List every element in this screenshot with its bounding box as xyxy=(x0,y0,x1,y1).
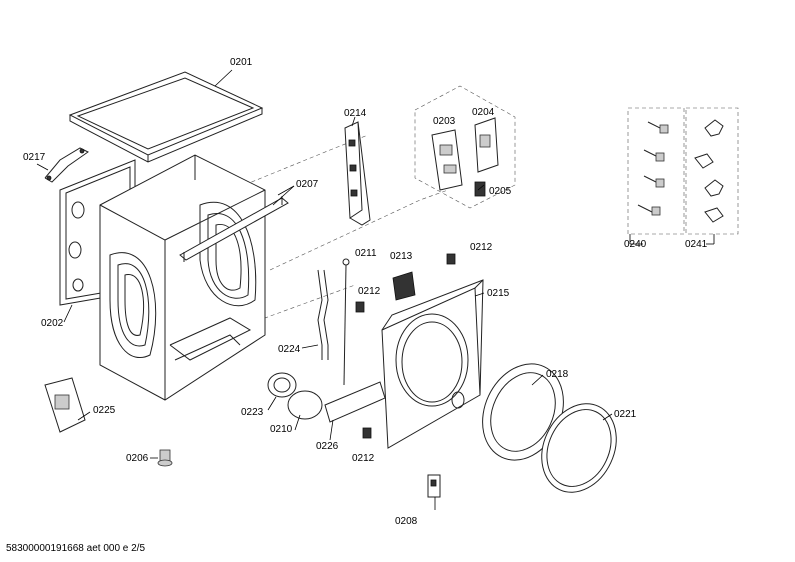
part-label-0212-bottom: 0212 xyxy=(352,453,375,464)
part-label-0240: 0240 xyxy=(624,239,647,250)
part-label-0221: 0221 xyxy=(614,409,637,420)
part-label-0207: 0207 xyxy=(296,179,319,190)
top-cover-0201 xyxy=(68,71,264,163)
control-module-0203-0205 xyxy=(431,117,499,197)
part-label-0215: 0215 xyxy=(487,288,510,299)
disc-0210 xyxy=(287,390,323,420)
part-label-0224: 0224 xyxy=(278,344,301,355)
rail-0214 xyxy=(344,121,371,226)
part-label-0214: 0214 xyxy=(344,108,367,119)
part-label-0202: 0202 xyxy=(41,318,64,329)
part-label-0205: 0205 xyxy=(489,186,512,197)
harness-0224 xyxy=(317,269,329,360)
part-label-0225: 0225 xyxy=(93,405,116,416)
part-label-0203: 0203 xyxy=(433,116,456,127)
part-label-0206: 0206 xyxy=(126,453,149,464)
document-footer: 58300000191668 aet 000 e 2/5 xyxy=(6,543,146,554)
foot-0206 xyxy=(157,449,173,467)
part-label-0208: 0208 xyxy=(395,516,418,527)
part-label-0201: 0201 xyxy=(230,57,253,68)
crossbar-0207 xyxy=(179,196,289,262)
part-label-0241: 0241 xyxy=(685,239,708,250)
part-label-0226: 0226 xyxy=(316,441,339,452)
front-panel-0215 xyxy=(381,279,484,449)
bracket-0217 xyxy=(44,147,89,183)
part-label-0211: 0211 xyxy=(355,248,377,259)
cabinet-body xyxy=(99,154,266,401)
sensor-rod-0211 xyxy=(342,258,350,386)
clips-0241 xyxy=(694,119,724,223)
module-0213 xyxy=(392,271,416,301)
electronics-0225 xyxy=(44,377,86,433)
part-label-0204: 0204 xyxy=(472,107,495,118)
part-label-0212-mid: 0212 xyxy=(358,286,381,297)
part-label-0212-top: 0212 xyxy=(470,242,493,253)
screws-0240 xyxy=(637,121,669,216)
part-label-0217: 0217 xyxy=(23,152,46,163)
leader-lines xyxy=(36,69,715,510)
door-glass-0221 xyxy=(541,403,617,493)
part-label-0223: 0223 xyxy=(241,407,264,418)
part-label-0213: 0213 xyxy=(390,251,413,262)
pump-ring-0223 xyxy=(267,372,297,398)
latch-0208 xyxy=(427,474,441,498)
clip-0212 xyxy=(355,253,456,439)
part-label-0210: 0210 xyxy=(270,424,293,435)
part-label-0218: 0218 xyxy=(546,369,569,380)
plinth-0226 xyxy=(324,381,386,423)
